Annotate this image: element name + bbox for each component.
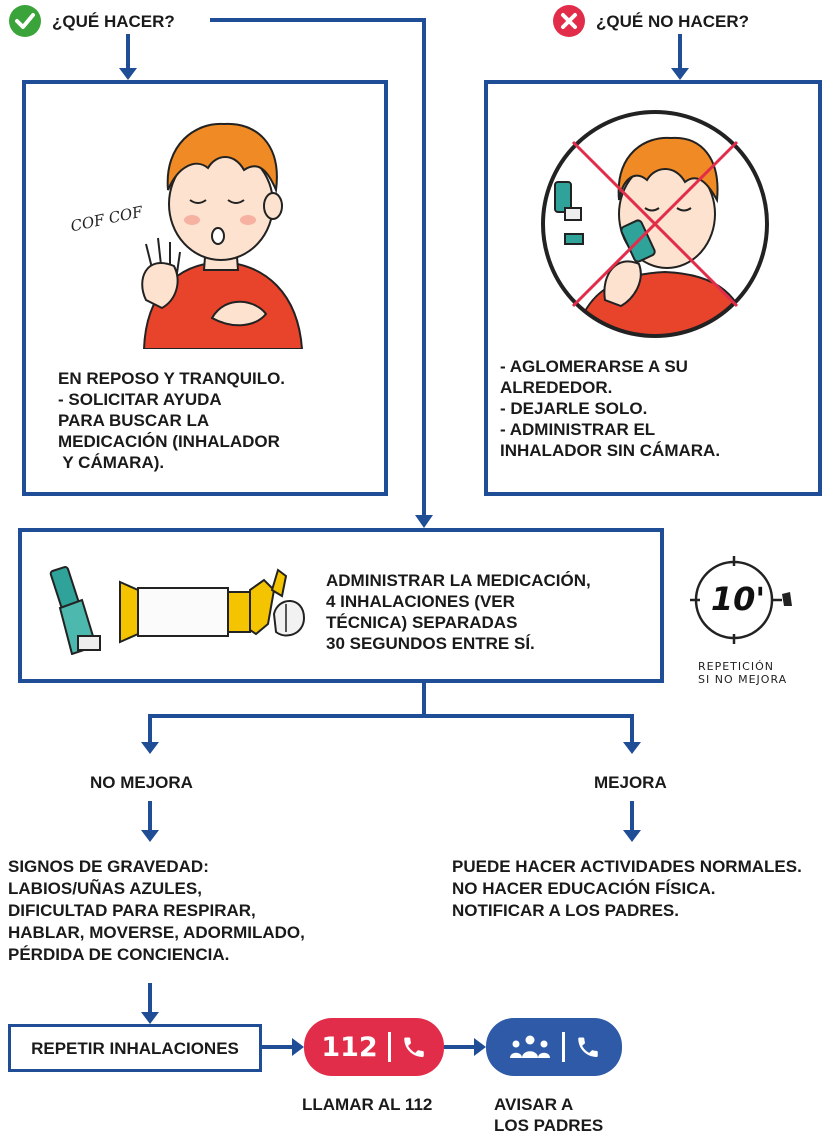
severity-line: DIFICULTAD PARA RESPIRAR,: [8, 901, 256, 920]
dont-box: - AGLOMERARSE A SU ALREDEDOR. - DEJARLE …: [484, 80, 822, 496]
medication-instructions: ADMINISTRAR LA MEDICACIÓN, 4 INHALACIONE…: [326, 570, 591, 654]
dont-line: INHALADOR SIN CÁMARA.: [500, 441, 721, 460]
call-number: 112: [321, 1031, 378, 1063]
timer-caption: REPETICIÓN SI NO MEJORA: [698, 660, 787, 686]
dont-line: ALREDEDOR.: [500, 378, 613, 397]
severity-line: LABIOS/UÑAS AZULES,: [8, 879, 202, 898]
severity-signs: SIGNOS DE GRAVEDAD: LABIOS/UÑAS AZULES, …: [8, 856, 305, 966]
inhaler-spacer-illustration: [49, 566, 306, 655]
cross-icon: [553, 5, 585, 37]
no-spacer-illustration: [541, 110, 769, 338]
dont-line: - DEJARLE SOLO.: [500, 399, 648, 418]
family-icon: [509, 1035, 550, 1058]
dont-title: ¿QUÉ NO HACER?: [596, 11, 749, 31]
timer-value: 10': [710, 580, 766, 618]
pill-separator: [387, 1032, 391, 1062]
improves-line: NOTIFICAR A LOS PADRES.: [452, 901, 679, 920]
do-line: PARA BUSCAR LA: [58, 411, 210, 430]
medication-box: ADMINISTRAR LA MEDICACIÓN, 4 INHALACIONE…: [18, 528, 664, 683]
do-line: EN REPOSO Y TRANQUILO.: [58, 369, 286, 388]
medication-line: TÉCNICA) SEPARADAS: [326, 613, 518, 632]
repeat-inhalations-label: REPETIR INHALACIONES: [31, 1038, 239, 1058]
severity-line: SIGNOS DE GRAVEDAD:: [8, 857, 209, 876]
dont-instructions: - AGLOMERARSE A SU ALREDEDOR. - DEJARLE …: [500, 356, 720, 461]
dont-line: - ADMINISTRAR EL: [500, 420, 656, 439]
no-mejora-label: NO MEJORA: [90, 773, 193, 792]
notify-parents-line: AVISAR A: [494, 1095, 574, 1114]
dont-header: ¿QUÉ NO HACER?: [552, 4, 749, 38]
severity-line: PÉRDIDA DE CONCIENCIA.: [8, 945, 230, 964]
do-line: Y CÁMARA).: [58, 453, 165, 472]
call-112-button[interactable]: 112: [304, 1018, 444, 1076]
notify-parents-button[interactable]: [486, 1018, 622, 1076]
pill-separator: [561, 1032, 565, 1062]
medication-line: 4 INHALACIONES (VER: [326, 592, 515, 611]
notify-parents-line: LOS PADRES: [494, 1116, 604, 1135]
do-box: COF COF EN REPOSO Y TRANQUILO. - SOLICIT…: [22, 80, 388, 496]
repeat-inhalations-box: REPETIR INHALACIONES: [8, 1024, 262, 1072]
check-icon: [9, 5, 41, 37]
do-title: ¿QUÉ HACER?: [52, 11, 175, 31]
phone-icon: [577, 1037, 598, 1057]
coughing-boy-illustration: [141, 122, 304, 349]
mejora-label: MEJORA: [594, 773, 667, 792]
do-header: ¿QUÉ HACER?: [8, 4, 175, 38]
do-line: - SOLICITAR AYUDA: [58, 390, 222, 409]
notify-parents-caption: AVISAR A LOS PADRES: [494, 1094, 603, 1136]
do-line: MEDICACIÓN (INHALADOR: [58, 432, 280, 451]
dont-line: - AGLOMERARSE A SU: [500, 357, 688, 376]
phone-icon: [403, 1037, 424, 1057]
severity-line: HABLAR, MOVERSE, ADORMILADO,: [8, 923, 305, 942]
improves-line: PUEDE HACER ACTIVIDADES NORMALES.: [452, 857, 802, 876]
medication-line: ADMINISTRAR LA MEDICACIÓN,: [326, 571, 591, 590]
medication-line: 30 SEGUNDOS ENTRE SÍ.: [326, 634, 535, 653]
improves-line: NO HACER EDUCACIÓN FÍSICA.: [452, 879, 716, 898]
timer-icon: [690, 556, 792, 644]
timer-caption-line: REPETICIÓN: [698, 660, 774, 673]
improves-actions: PUEDE HACER ACTIVIDADES NORMALES. NO HAC…: [452, 856, 802, 922]
do-instructions: EN REPOSO Y TRANQUILO. - SOLICITAR AYUDA…: [58, 368, 285, 473]
call-112-caption: LLAMAR AL 112: [302, 1095, 433, 1114]
timer-caption-line: SI NO MEJORA: [698, 673, 788, 686]
